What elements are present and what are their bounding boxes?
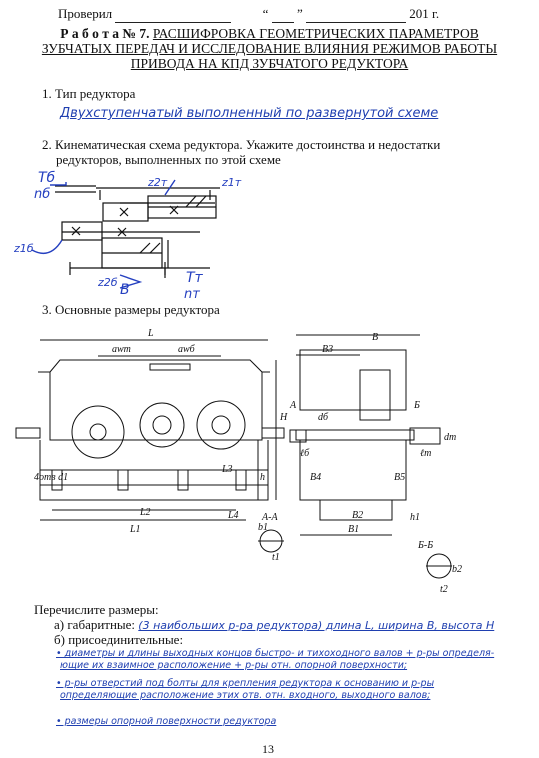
dim-BB: Б-Б: [417, 540, 433, 551]
page-number: 13: [262, 742, 274, 756]
year-text: 201 г.: [409, 6, 440, 21]
label-tt: Тт: [186, 270, 204, 286]
label-nb: nб: [34, 187, 50, 202]
label-z2t: z2т: [147, 176, 168, 189]
dim-n-d1: 4отв d1: [34, 472, 68, 483]
dim-h: h: [260, 472, 265, 483]
checked-blank: [115, 6, 232, 23]
dim-db: dб: [318, 412, 329, 423]
section3-question: 3. Основные размеры редуктора: [42, 302, 220, 317]
dim-H: H: [279, 412, 288, 423]
label-z2b: z2б: [97, 276, 118, 289]
dim-awb: awб: [178, 344, 196, 355]
list-b-answers: • диаметры и длины выходных концов быстр…: [56, 648, 536, 728]
work-label: Р а б о т а № 7.: [60, 26, 150, 41]
dim-B4: B4: [310, 472, 321, 483]
dim-B1: B1: [348, 524, 359, 535]
title-line2: ЗУБЧАТЫХ ПЕРЕДАЧ И ИССЛЕДОВАНИЕ ВЛИЯНИЯ …: [41, 41, 498, 56]
label-nt: nт: [184, 287, 200, 302]
date-quote-open: “: [262, 6, 269, 21]
dim-L4: L4: [227, 510, 239, 521]
b-item1-line1: • диаметры и длины выходных концов быстр…: [56, 648, 495, 659]
dim-t1: t1: [272, 552, 280, 563]
list-a-label: а) габаритные:: [54, 617, 136, 632]
dim-B: B: [372, 332, 378, 343]
page-title: Р а б о т а № 7. РАСШИФРОВКА ГЕОМЕТРИЧЕС…: [0, 26, 539, 71]
dim-AA: А-А: [261, 512, 278, 523]
day-blank: [271, 6, 294, 23]
b-item2-line2: определяющие расположение этих отв. отн.…: [60, 690, 431, 701]
label-z1t: z1т: [221, 176, 242, 189]
list-heading: Перечислите размеры:: [34, 602, 159, 617]
date-quote-close: ”: [296, 6, 303, 21]
month-blank: [305, 6, 406, 23]
dim-h1: h1: [410, 512, 420, 523]
dim-L3: L3: [221, 464, 233, 475]
dim-dt: dт: [444, 432, 456, 443]
header-row: Проверил “ ” 201 г.: [58, 6, 439, 23]
dim-L2: L2: [139, 507, 151, 518]
section1-answer: Двухступенчатый выполненный по развернут…: [60, 106, 439, 121]
section1-question: 1. Тип редуктора: [42, 86, 136, 101]
title-line3: ПРИВОДА НА КПД ЗУБЧАТОГО РЕДУКТОРА: [130, 56, 409, 71]
dim-lb: ℓб: [300, 448, 310, 459]
dim-lt: ℓт: [420, 448, 431, 459]
checked-label: Проверил: [58, 6, 113, 21]
dim-B3: B3: [322, 344, 333, 355]
section2-question: 2. Кинематическая схема редуктора. Укажи…: [42, 137, 440, 167]
dim-B5: B5: [394, 472, 405, 483]
list-a-answer: (3 наибольших р-ра редуктора) длина L, ш…: [138, 619, 495, 632]
label-z1b: z1б: [13, 242, 34, 255]
dim-B-letter: Б: [413, 400, 420, 411]
b-item2-line1: • р-ры отверстий под болты для крепления…: [56, 678, 435, 689]
list-b-label: б) присоединительные:: [54, 632, 184, 647]
title-line1: Р а б о т а № 7. РАСШИФРОВКА ГЕОМЕТРИЧЕС…: [0, 26, 539, 41]
title-line1-text: РАСШИФРОВКА ГЕОМЕТРИЧЕСКИХ ПАРАМЕТРОВ: [152, 26, 479, 41]
dim-b1: b1: [258, 522, 268, 533]
list-a-row: а) габаритные: (3 наибольших р-ра редукт…: [54, 617, 494, 633]
label-tb: Тб: [38, 170, 56, 186]
label-b: В: [120, 282, 130, 298]
dim-L1: L1: [129, 524, 141, 535]
dim-awt: awт: [112, 344, 131, 355]
b-item1-line2: ющие их взаимное расположение + р-ры отн…: [60, 660, 408, 671]
dim-L: L: [147, 328, 154, 339]
dim-b2: b2: [452, 564, 462, 575]
b-item3: • размеры опорной поверхности редуктора: [56, 716, 277, 727]
dim-A: A: [289, 400, 297, 411]
section2-question-line2: редукторов, выполненных по этой схеме: [56, 152, 281, 167]
dim-B2: B2: [352, 510, 363, 521]
section2-question-line1: 2. Кинематическая схема редуктора. Укажи…: [42, 137, 441, 152]
dim-t2: t2: [440, 584, 448, 595]
